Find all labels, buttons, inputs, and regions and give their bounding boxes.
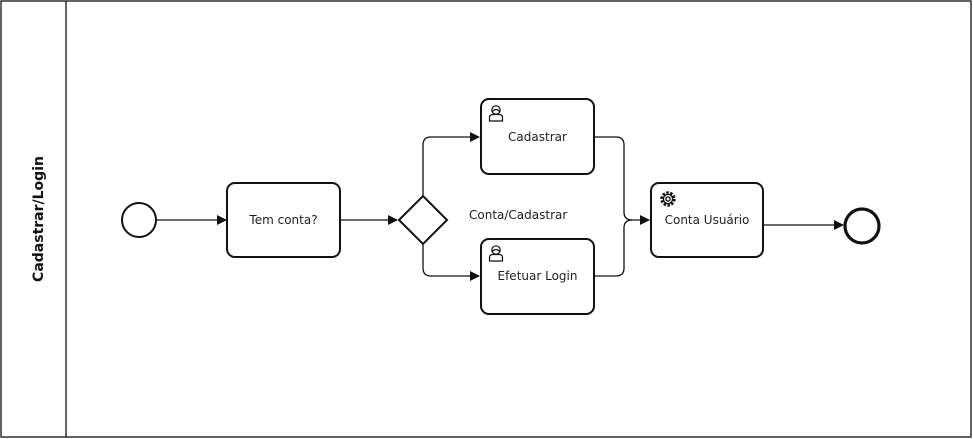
edge-efetuar-login-to-conta-usuario	[594, 215, 650, 277]
task-conta-usuario[interactable]: Conta Usuário	[650, 182, 764, 258]
task-efetuar-login[interactable]: Efetuar Login	[480, 238, 595, 315]
task-tem-conta-label: Tem conta?	[248, 213, 317, 227]
edge-gateway-to-efetuar-login	[422, 244, 480, 281]
task-conta-usuario-label: Conta Usuário	[665, 213, 750, 227]
end-event[interactable]	[843, 207, 881, 245]
task-efetuar-login-label: Efetuar Login	[498, 269, 578, 283]
start-event[interactable]	[121, 202, 157, 238]
edge-gateway-to-cadastrar	[422, 132, 480, 196]
task-tem-conta[interactable]: Tem conta?	[226, 182, 341, 258]
user-icon	[488, 105, 504, 122]
task-cadastrar[interactable]: Cadastrar	[480, 98, 595, 175]
task-cadastrar-label: Cadastrar	[508, 130, 567, 144]
edge-cadastrar-to-conta-usuario	[594, 136, 633, 221]
gear-icon	[660, 191, 676, 207]
gateway-edge-label: Conta/Cadastrar	[469, 208, 567, 222]
exclusive-gateway[interactable]	[397, 194, 449, 246]
user-icon	[488, 245, 504, 262]
lane-label: Cadastrar/Login	[31, 156, 47, 282]
